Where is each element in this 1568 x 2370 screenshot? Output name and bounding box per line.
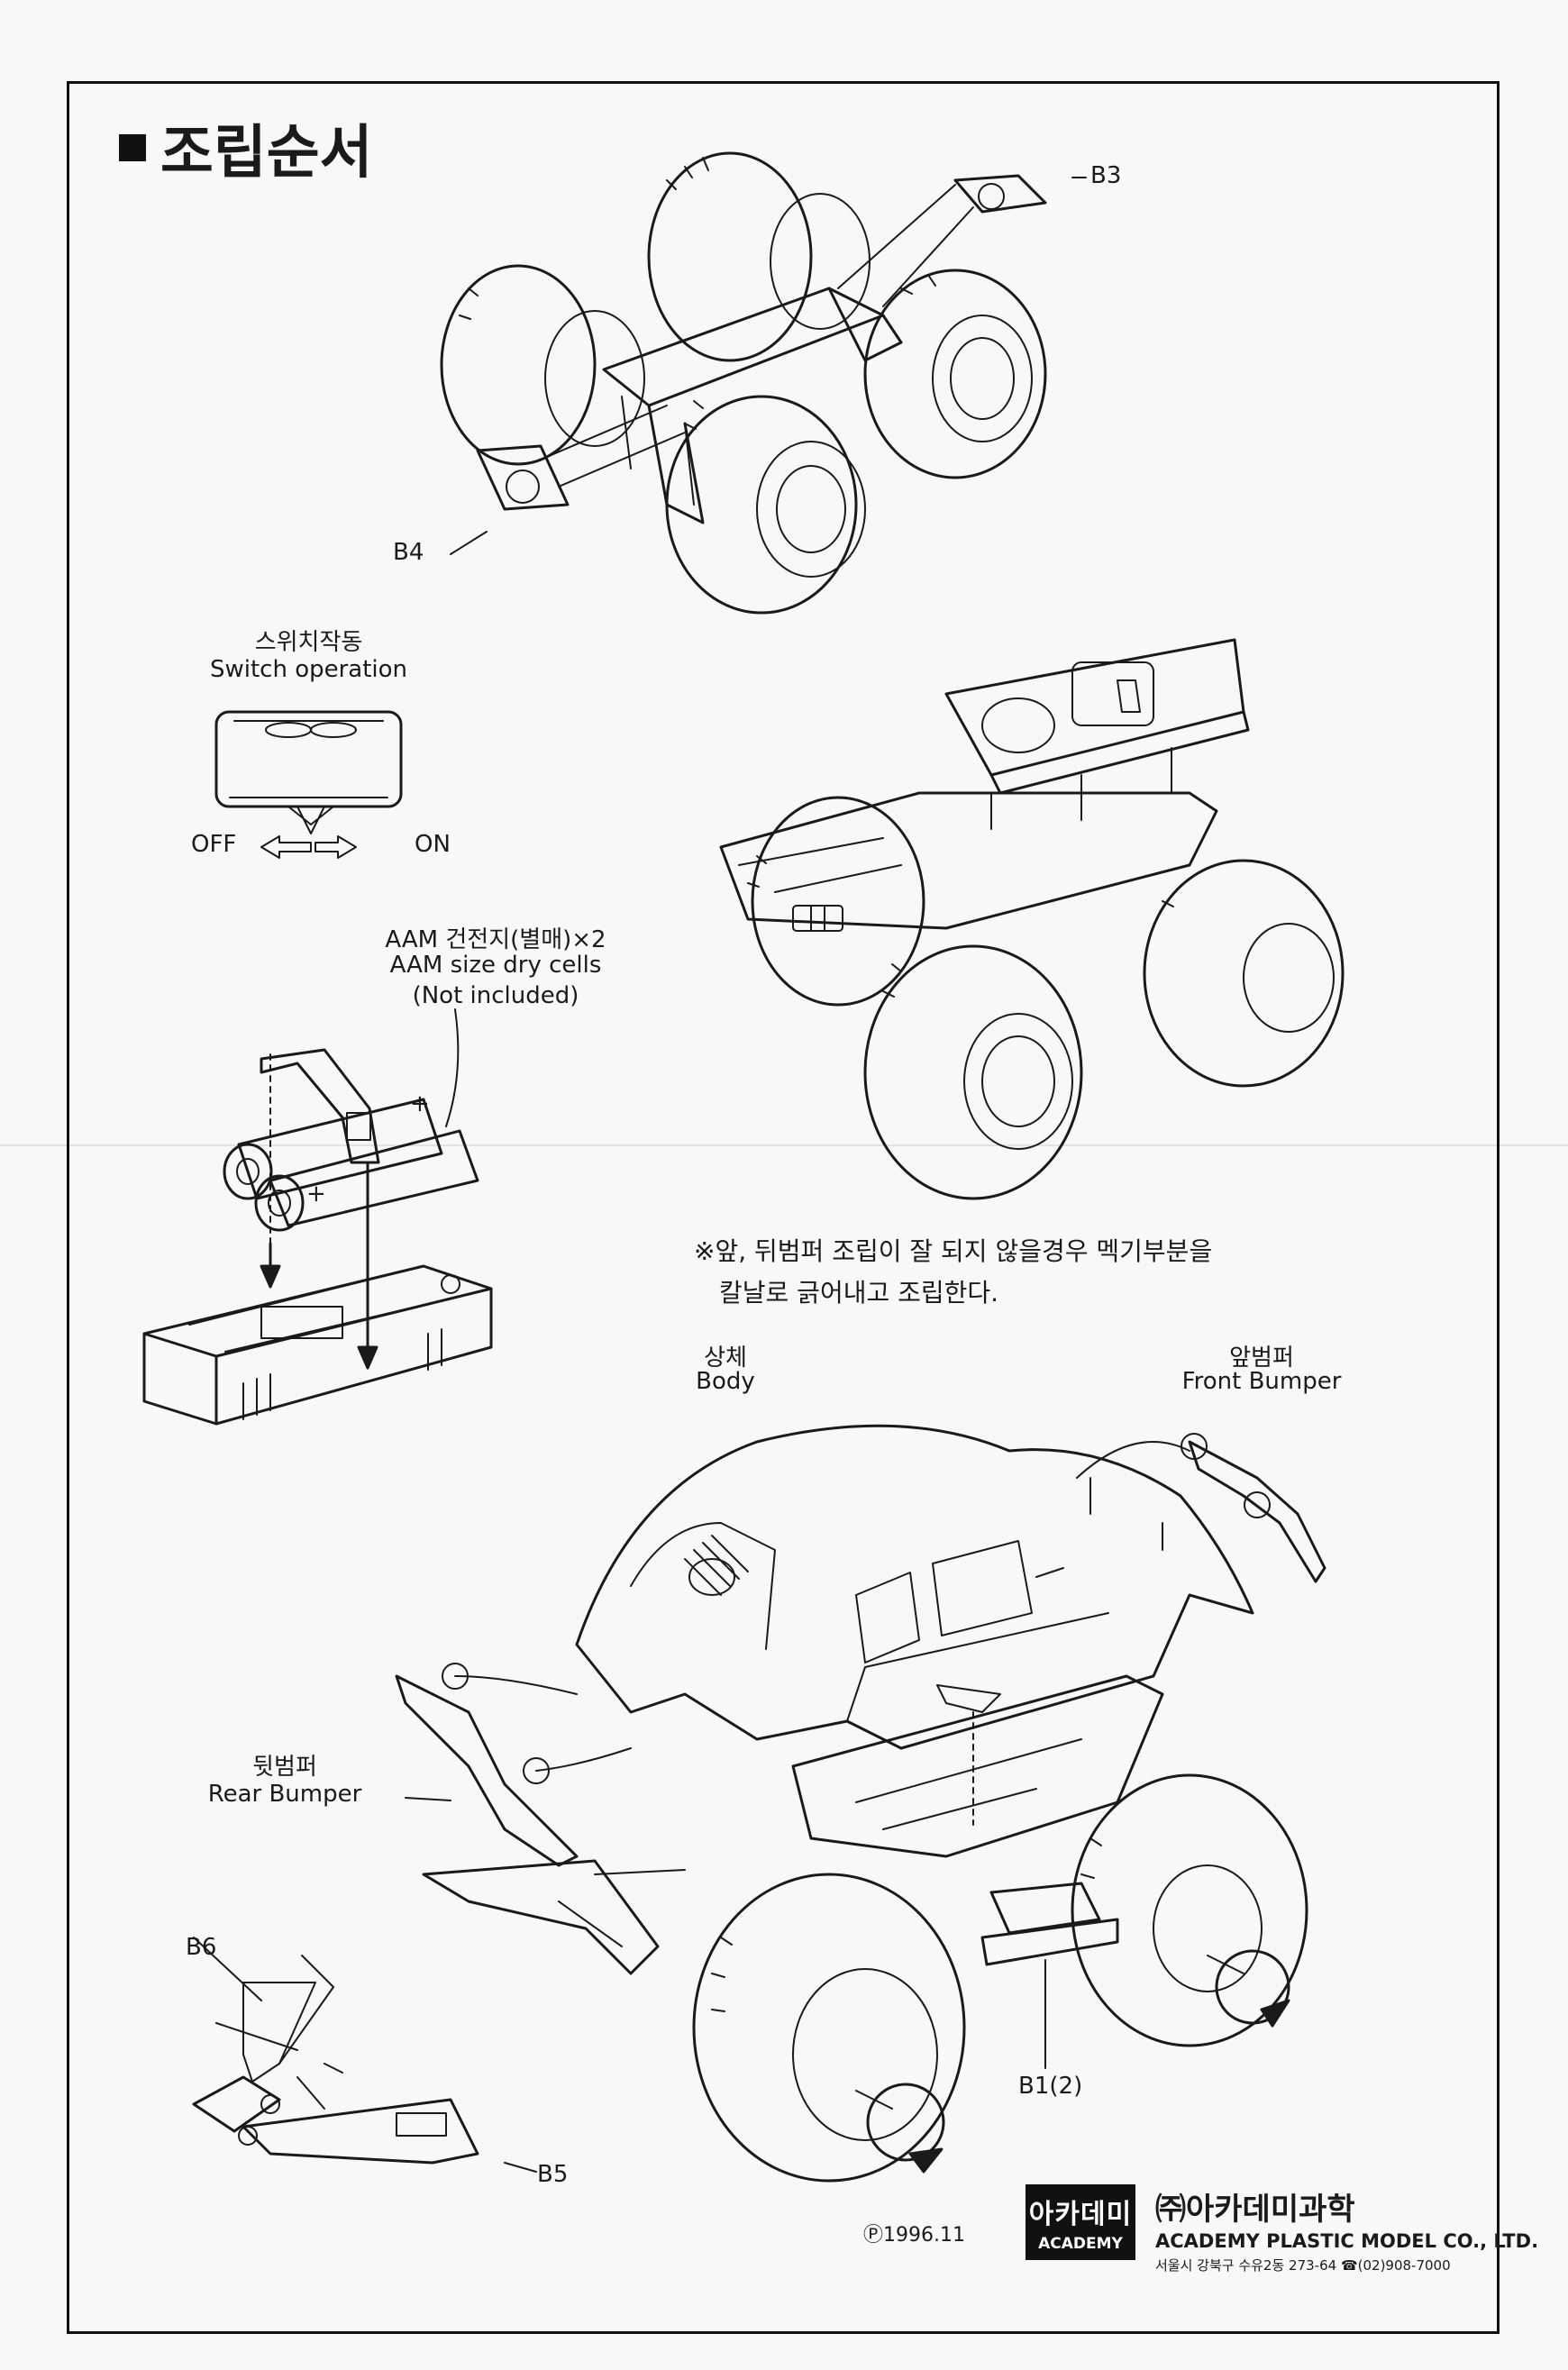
battery-label-line2: AAM size dry cells	[389, 952, 602, 979]
switch-illustration	[214, 710, 403, 859]
switch-title-ko: 스위치작동	[254, 629, 363, 656]
step1-chassis-illustration	[440, 151, 1087, 615]
company-name-ko: ㈜아카데미과학	[1155, 2192, 1355, 2228]
page-title: 조립순서	[119, 106, 373, 189]
rear-bumper-label-ko: 뒷범퍼	[252, 1754, 317, 1781]
copyright-date: Ⓟ1996.11	[863, 2224, 965, 2247]
battery-plus-sign-bottom: +	[306, 1180, 326, 1208]
title-square-icon	[119, 134, 146, 161]
switch-title-en: Switch operation	[209, 656, 408, 683]
part-label-b6: B6	[186, 1934, 217, 1961]
part-label-b1: B1(2)	[1018, 2073, 1083, 2100]
battery-label-line1: AAM 건전지(별매)×2	[385, 926, 606, 953]
page-frame	[67, 81, 1500, 2334]
battery-illustration	[142, 1008, 493, 1426]
company-name-en: ACADEMY PLASTIC MODEL CO., LTD.	[1155, 2230, 1539, 2252]
body-label-ko: 상체	[704, 1345, 747, 1372]
battery-plus-sign-top: +	[410, 1090, 430, 1117]
battery-label-line3: (Not included)	[412, 982, 579, 1009]
company-address: 서울시 강북구 수유2동 273-64 ☎(02)908-7000	[1155, 2257, 1451, 2274]
academy-logo: 아카데미 ACADEMY	[1026, 2184, 1135, 2260]
paper-fold-line	[0, 1144, 1568, 1146]
front-bumper-label-ko: 앞범퍼	[1229, 1345, 1294, 1372]
body-label-en: Body	[696, 1368, 755, 1395]
assembly-note-line1: ※앞, 뒤범퍼 조립이 잘 되지 않을경우 멕기부분을	[694, 1236, 1213, 1266]
part-label-b5: B5	[537, 2161, 569, 2188]
part-label-b4: B4	[393, 539, 424, 566]
company-info: ㈜아카데미과학 ACADEMY PLASTIC MODEL CO., LTD. …	[1155, 2184, 1538, 2274]
step3-body-illustration	[192, 1424, 1326, 2183]
step2-chassis-illustration	[719, 638, 1345, 1200]
switch-on-label: ON	[415, 831, 451, 858]
rear-bumper-label-en: Rear Bumper	[207, 1781, 362, 1808]
assembly-note-line2: 칼날로 긁어내고 조립한다.	[719, 1278, 999, 1308]
front-bumper-label-en: Front Bumper	[1181, 1368, 1342, 1395]
part-label-b3: B3	[1090, 162, 1122, 189]
switch-off-label: OFF	[191, 831, 237, 858]
